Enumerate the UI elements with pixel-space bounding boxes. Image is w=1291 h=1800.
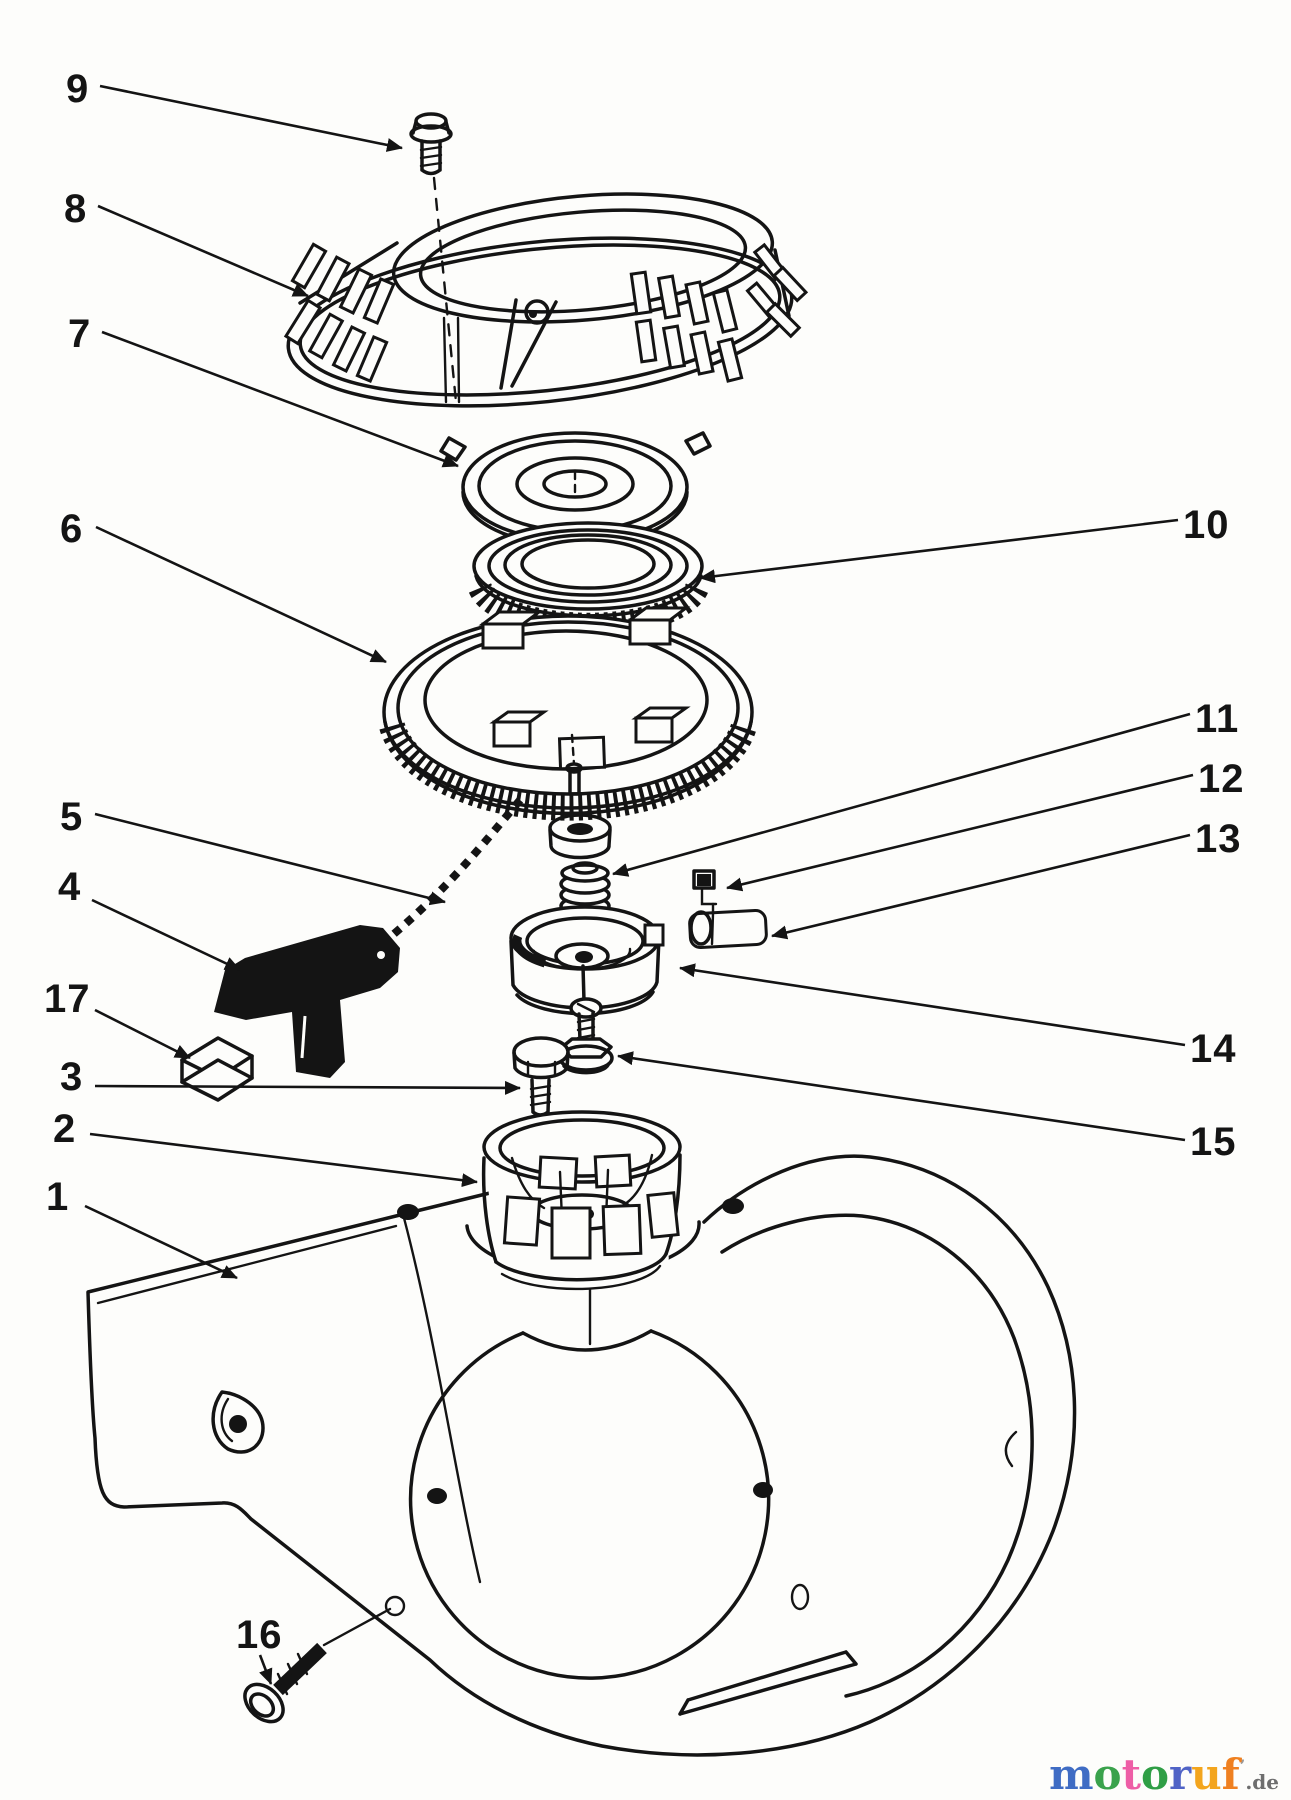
callout-labels: 9 8 7 6 5 4 17 3 2 1 16 10 11 12 13 14 15 <box>44 67 1245 1685</box>
leader-6 <box>95 525 387 664</box>
callout-9: 9 <box>66 67 89 111</box>
leader-9 <box>99 84 403 152</box>
leader-11 <box>612 712 1191 877</box>
part-13-pawl <box>688 902 768 949</box>
leader-3 <box>94 1080 521 1095</box>
callout-7: 7 <box>68 312 91 356</box>
logo-letter: t <box>1121 1750 1141 1799</box>
part-4-handle <box>214 925 400 1078</box>
part-8-starter-housing <box>283 192 809 408</box>
callout-12: 12 <box>1198 757 1245 801</box>
callout-17: 17 <box>44 977 91 1021</box>
leader-7 <box>101 330 459 468</box>
leader-4 <box>91 898 241 972</box>
part-9-bolt <box>409 112 458 404</box>
part-6-rope-pulley <box>379 606 757 860</box>
logo-tick: ’ <box>1239 1756 1246 1775</box>
callout-2: 2 <box>53 1107 76 1151</box>
callout-3: 3 <box>60 1055 83 1099</box>
leader-12 <box>726 773 1194 892</box>
leader-16 <box>258 1654 273 1685</box>
callout-16: 16 <box>236 1613 283 1657</box>
part-1-housing-base <box>86 1154 1077 1757</box>
callout-13: 13 <box>1195 817 1242 861</box>
leader-14 <box>679 963 1186 1047</box>
logo-letter: f <box>1221 1750 1240 1799</box>
leader-1 <box>84 1204 238 1280</box>
part-16-bolt <box>243 1607 392 1724</box>
callout-1: 1 <box>46 1175 69 1219</box>
callout-14: 14 <box>1190 1027 1237 1071</box>
logo-suffix: .de <box>1245 1770 1279 1794</box>
leader-17 <box>94 1008 191 1060</box>
vent-slots-right <box>629 242 809 383</box>
vent-slots-left <box>283 242 396 384</box>
part-17-key <box>180 1036 254 1102</box>
logo-letter: u <box>1191 1750 1222 1799</box>
logo-letter: o <box>1140 1750 1169 1799</box>
logo-letter: m <box>1049 1750 1094 1799</box>
leader-10 <box>699 518 1179 584</box>
leader-5 <box>94 812 446 906</box>
logo-letter: o <box>1093 1750 1122 1799</box>
callout-4: 4 <box>58 865 81 909</box>
part-2-starter-cup <box>481 1110 682 1291</box>
leader-13 <box>771 833 1191 940</box>
part-5-rope <box>369 797 524 956</box>
part-12-clip <box>692 869 718 906</box>
motoruf-watermark: motoruf’.de <box>1049 1754 1279 1796</box>
callout-8: 8 <box>64 187 87 231</box>
logo-letter: r <box>1168 1750 1192 1799</box>
callout-10: 10 <box>1183 503 1230 547</box>
callout-15: 15 <box>1190 1120 1237 1164</box>
leader-8 <box>97 204 309 298</box>
leader-2 <box>89 1132 478 1188</box>
leader-15 <box>617 1051 1186 1142</box>
part-15-screw <box>558 964 614 1075</box>
rope-guide <box>442 298 558 404</box>
callout-6: 6 <box>60 507 83 551</box>
callout-11: 11 <box>1195 697 1239 741</box>
callout-5: 5 <box>60 795 83 839</box>
